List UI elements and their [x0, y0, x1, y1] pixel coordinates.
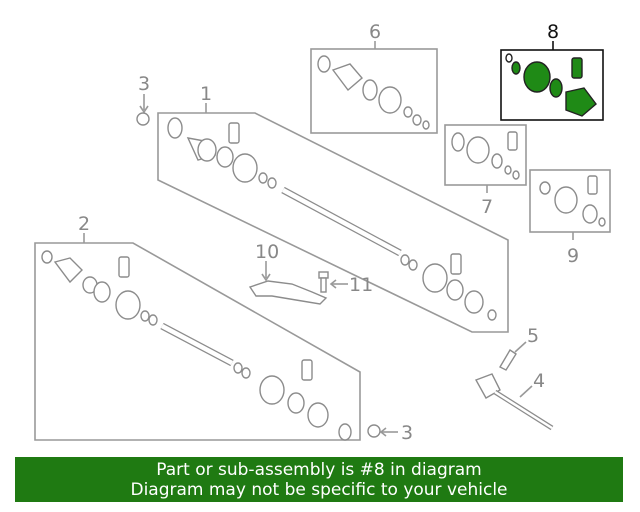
small-ring — [412, 114, 422, 126]
small-ring — [400, 254, 410, 266]
small-ring — [487, 309, 497, 321]
callout-3-lower[interactable]: 3 — [401, 422, 413, 444]
outer-joint — [53, 257, 83, 284]
boot-clamp — [446, 279, 464, 301]
boot-clamp — [216, 146, 234, 168]
banner-line-1: Part or sub-assembly is #8 in diagram — [156, 460, 482, 480]
joint-housing — [197, 138, 217, 162]
part-8-box — [500, 49, 604, 121]
inner-boot — [259, 375, 285, 405]
outer-joint — [331, 63, 363, 92]
boot-clamp — [549, 78, 563, 98]
callout-3-upper[interactable]: 3 — [138, 73, 150, 95]
hub-nut — [367, 424, 381, 438]
bolt-head — [318, 271, 329, 279]
grease-tube — [228, 122, 240, 144]
callout-7[interactable]: 7 — [481, 196, 493, 218]
inner-joint — [307, 402, 329, 428]
boot-clamp — [451, 132, 465, 152]
boot-clamp — [93, 281, 111, 303]
part-11-group[interactable]: 11 — [318, 271, 373, 296]
callout-6[interactable]: 6 — [369, 21, 381, 43]
boot — [554, 186, 578, 214]
clip-ring — [317, 55, 331, 73]
parts-diagram: 1 2 3 3 — [34, 21, 611, 444]
clip-ring — [539, 181, 551, 195]
boot — [466, 136, 490, 164]
small-ring — [504, 165, 512, 175]
clip-ring — [41, 250, 53, 264]
small-ring — [148, 314, 158, 326]
assembly-1-outline — [157, 112, 509, 333]
boot — [378, 86, 402, 114]
boot-clamp — [362, 79, 378, 101]
callout-2[interactable]: 2 — [78, 213, 90, 235]
callout-4[interactable]: 4 — [533, 370, 545, 392]
small-ring — [241, 367, 251, 379]
assembly-2-group[interactable]: 2 — [34, 213, 361, 441]
part-7-group[interactable]: 7 — [444, 124, 527, 218]
boot-clamp — [491, 153, 503, 169]
callout-5[interactable]: 5 — [527, 325, 539, 347]
grease-tube — [301, 359, 313, 381]
small-ring — [408, 259, 418, 271]
callout-1[interactable]: 1 — [200, 83, 212, 105]
small-ring — [598, 217, 606, 227]
boot-clamp — [287, 392, 305, 414]
callout-10[interactable]: 10 — [255, 241, 279, 263]
hub-nut — [136, 112, 150, 126]
part-3-upper-group[interactable]: 3 — [136, 73, 150, 126]
part-3-lower-group[interactable]: 3 — [367, 422, 413, 444]
callout-11[interactable]: 11 — [349, 274, 373, 296]
banner-line-2: Diagram may not be specific to your vehi… — [130, 480, 508, 500]
small-ring — [233, 362, 243, 374]
bracket — [248, 280, 328, 305]
part-6-group[interactable]: 6 — [310, 21, 438, 134]
callout-8[interactable]: 8 — [547, 21, 559, 43]
part-10-group[interactable]: 10 — [248, 241, 328, 305]
bolt — [499, 349, 517, 371]
boot-clamp — [511, 61, 521, 75]
small-ring — [258, 172, 268, 184]
small-ring — [140, 310, 150, 322]
grease-tube — [450, 253, 462, 275]
info-banner: Part or sub-assembly is #8 in diagram Di… — [15, 457, 623, 502]
boot — [115, 290, 141, 320]
assembly-2-outline — [34, 242, 361, 441]
bolt-shank — [320, 277, 327, 293]
part-7-box — [444, 124, 527, 186]
small-ring — [267, 177, 277, 189]
part-5-group[interactable]: 5 — [499, 325, 539, 371]
small-ring — [422, 120, 430, 130]
grease-tube — [507, 131, 518, 151]
boot — [232, 153, 258, 183]
callout-9[interactable]: 9 — [567, 245, 579, 267]
inner-joint-housing — [565, 87, 597, 117]
part-9-box — [529, 169, 611, 233]
grease-tube — [118, 256, 130, 278]
part-6-box — [310, 48, 438, 134]
snap-ring — [338, 423, 352, 441]
grease-tube — [587, 175, 598, 195]
small-ring — [512, 170, 520, 180]
inner-joint — [464, 290, 484, 314]
part-8-group[interactable]: 8 — [500, 21, 604, 121]
part-9-group[interactable]: 9 — [529, 169, 611, 267]
assembly-1-group[interactable]: 1 — [157, 83, 509, 333]
boot-clamp — [582, 204, 598, 224]
clip-ring — [167, 117, 183, 139]
clip-ring — [505, 53, 513, 63]
part-4-group[interactable]: 4 — [474, 370, 554, 431]
shaft-bearing — [474, 373, 501, 399]
small-ring — [403, 106, 413, 118]
grease-tube — [571, 57, 583, 79]
boot — [523, 61, 551, 93]
inner-boot — [422, 263, 448, 293]
